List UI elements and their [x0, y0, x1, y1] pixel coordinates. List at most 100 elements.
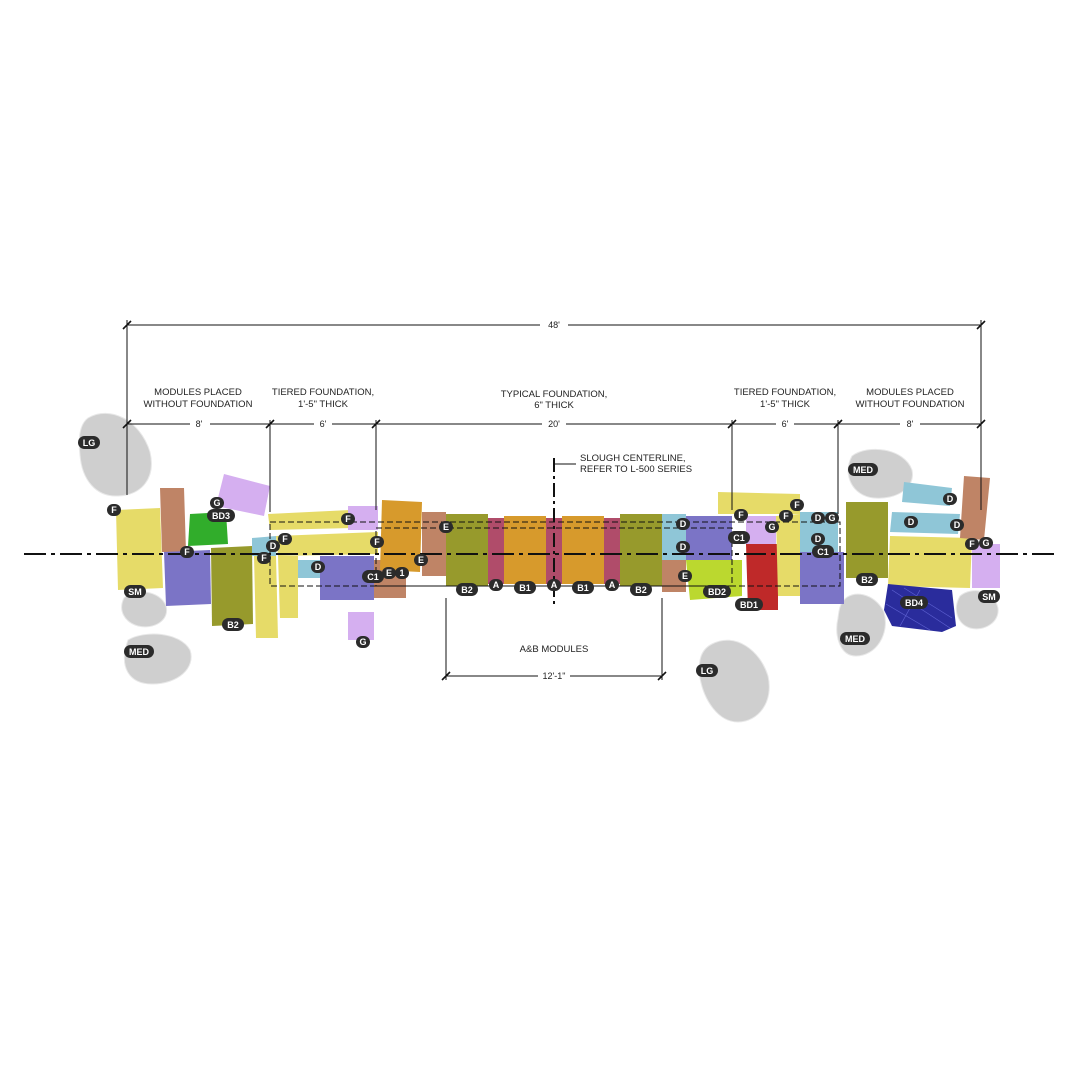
tag-b2: B2 — [222, 618, 244, 631]
note-slough-1: SLOUGH CENTERLINE, — [580, 453, 686, 464]
tag-f: F — [107, 504, 121, 516]
tag-g: G — [356, 636, 370, 648]
tag-sm: SM — [124, 585, 146, 598]
svg-text:A: A — [609, 580, 616, 590]
tag-b1: B1 — [572, 581, 594, 594]
module-yellow — [278, 556, 298, 618]
tag-bd3: BD3 — [207, 509, 235, 522]
svg-text:D: D — [270, 541, 277, 551]
module-olive — [846, 502, 888, 578]
note-left-tiered-2: 1'-5" THICK — [298, 399, 349, 410]
tag-d: D — [676, 518, 690, 530]
module-brown — [160, 488, 186, 552]
svg-text:1: 1 — [399, 568, 404, 578]
module-olive — [446, 514, 488, 586]
boulder-medium-left — [123, 633, 192, 685]
svg-text:F: F — [111, 505, 117, 515]
svg-text:F: F — [345, 514, 351, 524]
svg-text:LG: LG — [701, 666, 714, 676]
svg-text:D: D — [815, 534, 822, 544]
tag-a: A — [547, 579, 561, 591]
svg-text:G: G — [768, 522, 775, 532]
svg-text:D: D — [680, 542, 687, 552]
svg-text:MED: MED — [845, 634, 866, 644]
svg-text:MED: MED — [853, 465, 874, 475]
svg-text:F: F — [261, 553, 267, 563]
tag-f: F — [341, 513, 355, 525]
tag-sm: SM — [978, 590, 1000, 603]
svg-text:BD1: BD1 — [740, 600, 758, 610]
tag-f: F — [779, 510, 793, 522]
tag-lg: LG — [78, 436, 100, 449]
svg-text:B1: B1 — [577, 583, 589, 593]
boulder-large-bottom — [698, 639, 770, 723]
dim-label-backgrounds — [190, 319, 920, 682]
module-red — [746, 544, 778, 610]
tag-lg: LG — [696, 664, 718, 677]
svg-text:G: G — [828, 513, 835, 523]
tag-med: MED — [124, 645, 154, 658]
tag-e: E — [678, 570, 692, 582]
module-yellow — [116, 508, 163, 590]
tag-f: F — [965, 538, 979, 550]
module-maroon — [604, 518, 620, 584]
dim-label-typical: 20' — [548, 419, 560, 429]
svg-text:MED: MED — [129, 647, 150, 657]
boulder-large-left — [78, 412, 152, 497]
svg-text:D: D — [315, 562, 322, 572]
tag-med: MED — [840, 632, 870, 645]
svg-text:SM: SM — [128, 587, 142, 597]
svg-text:BD2: BD2 — [708, 587, 726, 597]
dim-label-ab-modules: 12'-1" — [543, 671, 566, 681]
svg-text:E: E — [418, 555, 424, 565]
module-lavender — [972, 544, 1000, 588]
svg-text:SM: SM — [982, 592, 996, 602]
svg-text:F: F — [374, 537, 380, 547]
module-lavender — [348, 506, 378, 530]
tag-d: D — [950, 519, 964, 531]
svg-text:D: D — [947, 494, 954, 504]
note-right-tiered-2: 1'-5" THICK — [760, 399, 811, 410]
note-typical-1: TYPICAL FOUNDATION, — [501, 389, 608, 400]
svg-text:F: F — [738, 510, 744, 520]
module-yellow — [718, 492, 800, 514]
dim-label-left-tiered: 6' — [320, 419, 327, 429]
module-maroon — [488, 518, 504, 584]
dim-label-left-outer: 8' — [196, 419, 203, 429]
svg-text:F: F — [794, 500, 800, 510]
module-yellow — [268, 510, 352, 530]
svg-text:F: F — [783, 511, 789, 521]
module-lightblue — [890, 512, 960, 534]
dim-label-overall: 48' — [548, 320, 560, 330]
module-brown — [662, 560, 686, 592]
module-tags: LG SM MED LG MED MED SM F F F F F F F F … — [78, 436, 1000, 677]
tag-b2: B2 — [456, 583, 478, 596]
boulder-small-left — [121, 591, 168, 628]
svg-text:C1: C1 — [367, 572, 379, 582]
tag-g: G — [765, 521, 779, 533]
module-purple — [164, 550, 211, 606]
boulder-medium-right-top — [847, 448, 913, 499]
tag-g: G — [825, 512, 839, 524]
tag-a: A — [605, 579, 619, 591]
svg-text:D: D — [908, 517, 915, 527]
svg-text:B2: B2 — [227, 620, 239, 630]
boulders — [78, 412, 999, 723]
module-purple — [320, 556, 374, 600]
svg-text:LG: LG — [83, 438, 96, 448]
svg-text:BD4: BD4 — [905, 598, 923, 608]
tag-b2: B2 — [630, 583, 652, 596]
module-orange — [504, 516, 546, 584]
zone-notes: MODULES PLACED WITHOUT FOUNDATION TIERED… — [144, 387, 965, 655]
tag-f: F — [790, 499, 804, 511]
tag-bd4: BD4 — [900, 596, 928, 609]
svg-text:E: E — [386, 568, 392, 578]
svg-text:G: G — [213, 498, 220, 508]
tag-d: D — [943, 493, 957, 505]
tag-g: G — [210, 497, 224, 509]
svg-text:B2: B2 — [635, 585, 647, 595]
note-right-tiered-1: TIERED FOUNDATION, — [734, 387, 836, 398]
tag-e: E — [439, 521, 453, 533]
svg-text:F: F — [282, 534, 288, 544]
